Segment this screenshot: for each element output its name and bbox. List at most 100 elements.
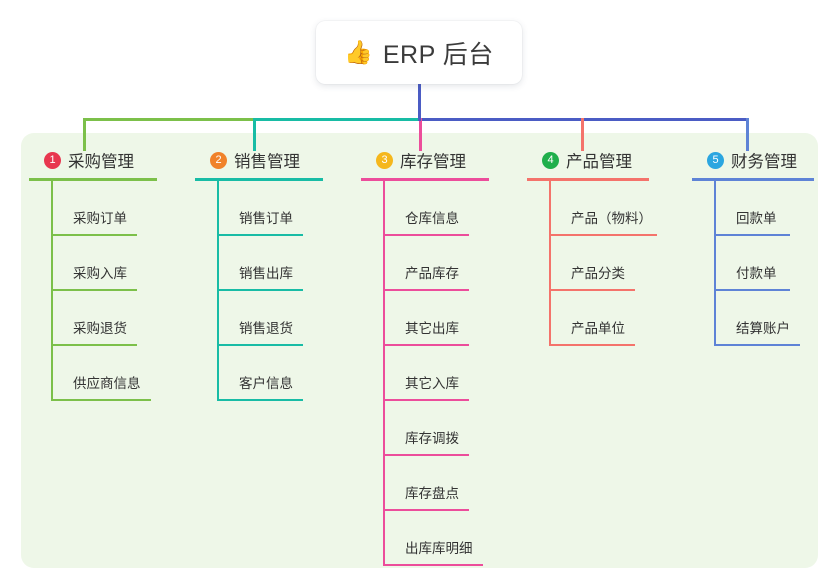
menu-item-label: 回款单 [736,211,777,226]
menu-item-underline [51,399,151,401]
column-3: 3 库存管理仓库信息产品库存其它出库其它入库库存调拨库存盘点出库库明细 [361,146,489,566]
menu-item-label: 供应商信息 [73,376,141,391]
column-spine-5 [714,181,716,346]
menu-item[interactable]: 产品单位 [549,291,649,346]
column-items-5: 回款单付款单结算账户 [714,181,814,346]
column-items-3: 仓库信息产品库存其它出库其它入库库存调拨库存盘点出库库明细 [383,181,489,566]
column-title-4: 产品管理 [566,153,632,171]
menu-item[interactable]: 其它出库 [383,291,489,346]
menu-item[interactable]: 产品分类 [549,236,649,291]
menu-item[interactable]: 产品（物料） [549,181,657,236]
menu-item[interactable]: 采购订单 [51,181,157,236]
menu-item[interactable]: 库存盘点 [383,456,489,511]
menu-item-underline [383,234,469,236]
menu-item[interactable]: 仓库信息 [383,181,489,236]
menu-item-underline [549,289,635,291]
bus-segment-2 [253,118,419,121]
menu-item-label: 销售退货 [239,321,293,336]
menu-item-label: 库存盘点 [405,486,459,501]
menu-item-underline [383,289,469,291]
menu-item-label: 产品库存 [405,266,459,281]
column-header-2[interactable]: 2 销售管理 [195,146,323,174]
menu-item-underline [383,454,469,456]
menu-item-label: 客户信息 [239,376,293,391]
menu-item[interactable]: 库存调拨 [383,401,489,456]
menu-item-label: 付款单 [736,266,777,281]
menu-item-underline [383,399,469,401]
menu-item[interactable]: 付款单 [714,236,814,291]
menu-item[interactable]: 供应商信息 [51,346,157,401]
root-stem-line [418,84,421,121]
column-2: 2 销售管理销售订单销售出库销售退货客户信息 [195,146,323,401]
menu-item-label: 其它入库 [405,376,459,391]
menu-item[interactable]: 销售出库 [217,236,323,291]
column-1: 1 采购管理采购订单采购入库采购退货供应商信息 [29,146,157,401]
column-underline-1 [29,178,157,181]
menu-item-underline [217,234,303,236]
column-underline-2 [195,178,323,181]
column-title-1: 采购管理 [68,153,134,171]
menu-item-label: 出库库明细 [405,541,473,556]
column-badge-3: 3 [376,151,393,169]
column-spine-3 [383,181,385,566]
menu-item-label: 产品分类 [571,266,625,281]
menu-item-label: 产品（物料） [571,211,652,226]
menu-item-label: 销售出库 [239,266,293,281]
column-title-2: 销售管理 [234,153,300,171]
root-node-title: ERP 后台 [382,40,494,69]
menu-item-underline [51,289,137,291]
menu-item-underline [51,234,137,236]
menu-item-underline [383,344,469,346]
menu-item[interactable]: 客户信息 [217,346,323,401]
menu-item[interactable]: 销售退货 [217,291,323,346]
column-badge-1: 1 [44,151,61,169]
menu-item-label: 仓库信息 [405,211,459,226]
menu-item-underline [217,399,303,401]
column-items-4: 产品（物料） 产品分类产品单位 [549,181,657,346]
column-header-3[interactable]: 3 库存管理 [361,146,489,174]
menu-item-label: 库存调拨 [405,431,459,446]
column-4: 4 产品管理产品（物料） 产品分类产品单位 [527,146,657,346]
menu-item[interactable]: 产品库存 [383,236,489,291]
menu-item-underline [714,344,800,346]
menu-item-underline [51,344,137,346]
root-node-card[interactable]: 👍 ERP 后台 [316,21,522,84]
column-header-4[interactable]: 4 产品管理 [527,146,649,174]
menu-item-underline [217,289,303,291]
drop-line-column-3 [419,118,422,151]
diagram-background-panel [21,133,818,568]
menu-item[interactable]: 结算账户 [714,291,814,346]
menu-item-underline [714,289,790,291]
column-badge-4: 4 [542,151,559,169]
drop-line-column-5 [746,118,749,151]
menu-item[interactable]: 出库库明细 [383,511,489,566]
menu-item-label: 采购订单 [73,211,127,226]
drop-line-column-2 [253,118,256,151]
column-items-1: 采购订单采购入库采购退货供应商信息 [51,181,157,401]
column-header-1[interactable]: 1 采购管理 [29,146,157,174]
menu-item[interactable]: 回款单 [714,181,814,236]
column-spine-4 [549,181,551,346]
column-badge-2: 2 [210,151,227,169]
menu-item[interactable]: 销售订单 [217,181,323,236]
menu-item-underline [383,509,469,511]
menu-item[interactable]: 采购入库 [51,236,157,291]
menu-item-underline [549,344,635,346]
bus-segment-1 [83,118,253,121]
drop-line-column-1 [83,118,86,151]
column-underline-4 [527,178,649,181]
column-spine-2 [217,181,219,401]
column-title-5: 财务管理 [731,153,797,171]
column-underline-5 [692,178,814,181]
menu-item[interactable]: 其它入库 [383,346,489,401]
column-underline-3 [361,178,489,181]
column-items-2: 销售订单销售出库销售退货客户信息 [217,181,323,401]
drop-line-column-4 [581,118,584,151]
menu-item-label: 结算账户 [736,321,790,336]
column-title-3: 库存管理 [400,153,466,171]
menu-item[interactable]: 采购退货 [51,291,157,346]
menu-item-label: 采购入库 [73,266,127,281]
thumbs-up-icon: 👍 [344,39,373,65]
